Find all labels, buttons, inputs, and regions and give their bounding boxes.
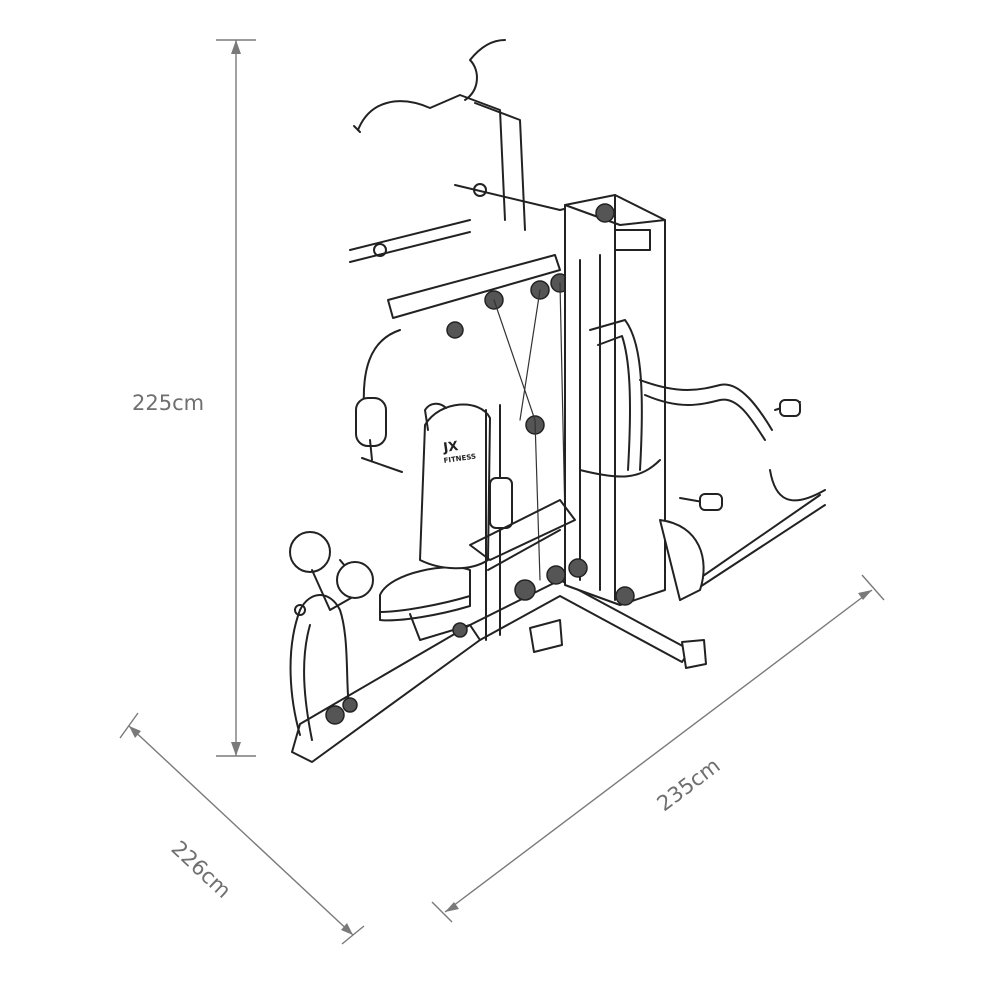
height-dimension: 225cm <box>132 39 256 757</box>
depth-dimension: 226cm <box>119 712 365 945</box>
low-pulley-1 <box>514 579 536 601</box>
base-foot-right <box>681 639 707 669</box>
lat-pulldown-bar <box>357 94 506 221</box>
upper-crossbeam <box>387 254 561 319</box>
top-pulley <box>595 203 615 223</box>
cable-3 <box>519 289 541 421</box>
leg-pulley <box>325 705 345 725</box>
low-pulley-5 <box>452 622 468 638</box>
arm-pad-left <box>355 397 387 447</box>
rear-press-arm <box>639 379 773 431</box>
cable-1 <box>493 299 541 581</box>
leg-press-arm <box>289 594 351 736</box>
machine-drawing: JX FITNESS <box>289 39 826 763</box>
pulley-4 <box>446 321 464 339</box>
rear-frame <box>679 469 826 601</box>
height-label: 225cm <box>132 391 204 415</box>
low-pulley-3 <box>568 558 588 578</box>
base-frame-left <box>291 624 481 763</box>
width-label: 235cm <box>653 753 725 816</box>
front-press-arm <box>589 319 643 471</box>
top-curve <box>464 39 506 101</box>
preacher-bar <box>469 499 576 561</box>
low-pulley-4 <box>615 586 635 606</box>
brand-logo: JX <box>441 439 459 456</box>
low-pulley-2 <box>546 565 566 585</box>
handle-left <box>361 457 403 473</box>
foot-plate <box>289 531 331 573</box>
seat-pad <box>379 566 471 613</box>
backrest <box>419 403 491 570</box>
depth-label: 226cm <box>167 836 236 903</box>
base-foot-center <box>529 619 563 653</box>
